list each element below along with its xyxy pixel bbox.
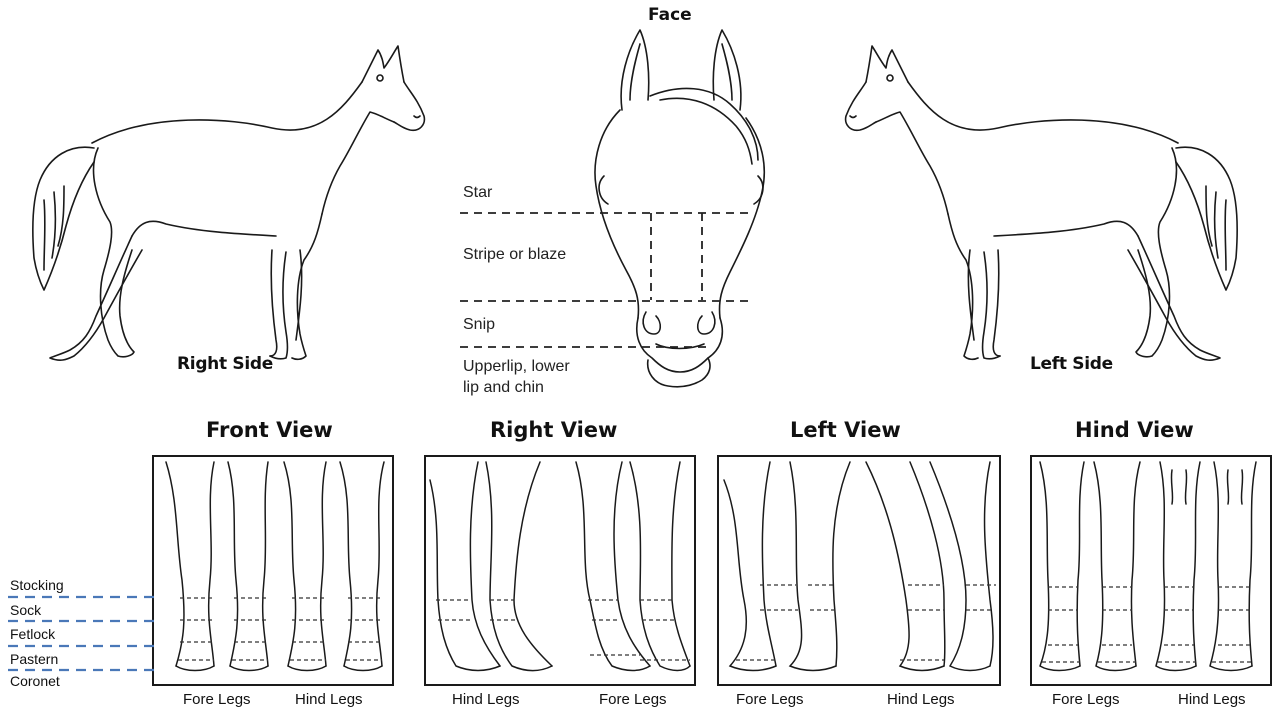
marking-stripe-label: Stripe or blaze [463, 246, 566, 264]
left-side-label: Left Side [1030, 354, 1113, 374]
hind-view-leg-bands [1042, 587, 1252, 662]
marking-star-label: Star [463, 184, 492, 202]
leg-part-sock-label: Sock [10, 602, 41, 618]
front-view-panel [153, 456, 393, 685]
face-marking-lines [460, 213, 752, 347]
left-view-right-legs-label: Hind Legs [887, 691, 955, 708]
horse-face-drawing [595, 30, 764, 387]
hind-view-title: Hind View [1075, 418, 1194, 442]
hind-view-left-legs-label: Fore Legs [1052, 691, 1120, 708]
front-view-title: Front View [206, 418, 333, 442]
right-view-panel [425, 456, 695, 685]
marking-snip-label: Snip [463, 316, 495, 334]
leg-part-coronet-label: Coronet [10, 673, 60, 689]
leg-part-stocking-label: Stocking [10, 577, 64, 593]
right-side-label: Right Side [177, 354, 273, 374]
horse-right-side-drawing [33, 46, 424, 360]
face-title: Face [648, 5, 692, 25]
horse-left-side-drawing [846, 46, 1237, 360]
hind-view-right-legs-label: Hind Legs [1178, 691, 1246, 708]
hind-view-panel [1031, 456, 1271, 685]
right-view-right-legs-label: Fore Legs [599, 691, 667, 708]
left-view-left-legs-label: Fore Legs [736, 691, 804, 708]
left-view-title: Left View [790, 418, 901, 442]
marking-lip-chin-label: Upperlip, lower lip and chin [463, 356, 570, 398]
front-view-right-legs-label: Hind Legs [295, 691, 363, 708]
left-view-leg-bands [736, 585, 996, 660]
right-view-left-legs-label: Hind Legs [452, 691, 520, 708]
leg-part-pastern-label: Pastern [10, 651, 58, 667]
leg-panels [153, 456, 1271, 685]
right-view-legs [430, 462, 690, 671]
right-view-title: Right View [490, 418, 617, 442]
front-view-legs [166, 462, 384, 671]
hind-view-legs [1040, 462, 1256, 671]
leg-part-fetlock-label: Fetlock [10, 626, 55, 642]
front-view-left-legs-label: Fore Legs [183, 691, 251, 708]
left-view-legs [724, 462, 993, 671]
